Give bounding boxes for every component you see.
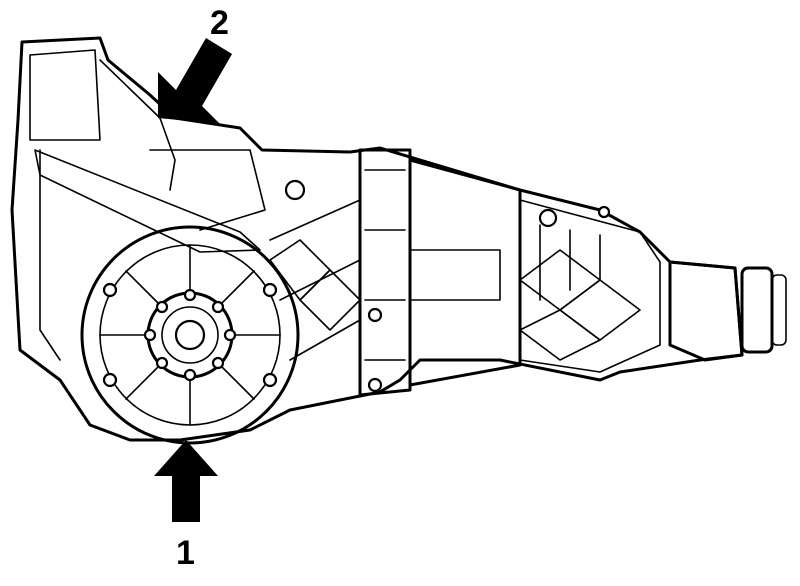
arrow-2-icon <box>158 38 232 124</box>
extension-housing <box>519 199 787 373</box>
callout-label-1: 1 <box>176 534 195 572</box>
bell-housing <box>10 36 744 442</box>
differential-cover <box>80 225 300 445</box>
arrow-1-icon <box>154 440 218 522</box>
gear-case <box>269 148 522 397</box>
callout-label-2: 2 <box>210 4 229 42</box>
